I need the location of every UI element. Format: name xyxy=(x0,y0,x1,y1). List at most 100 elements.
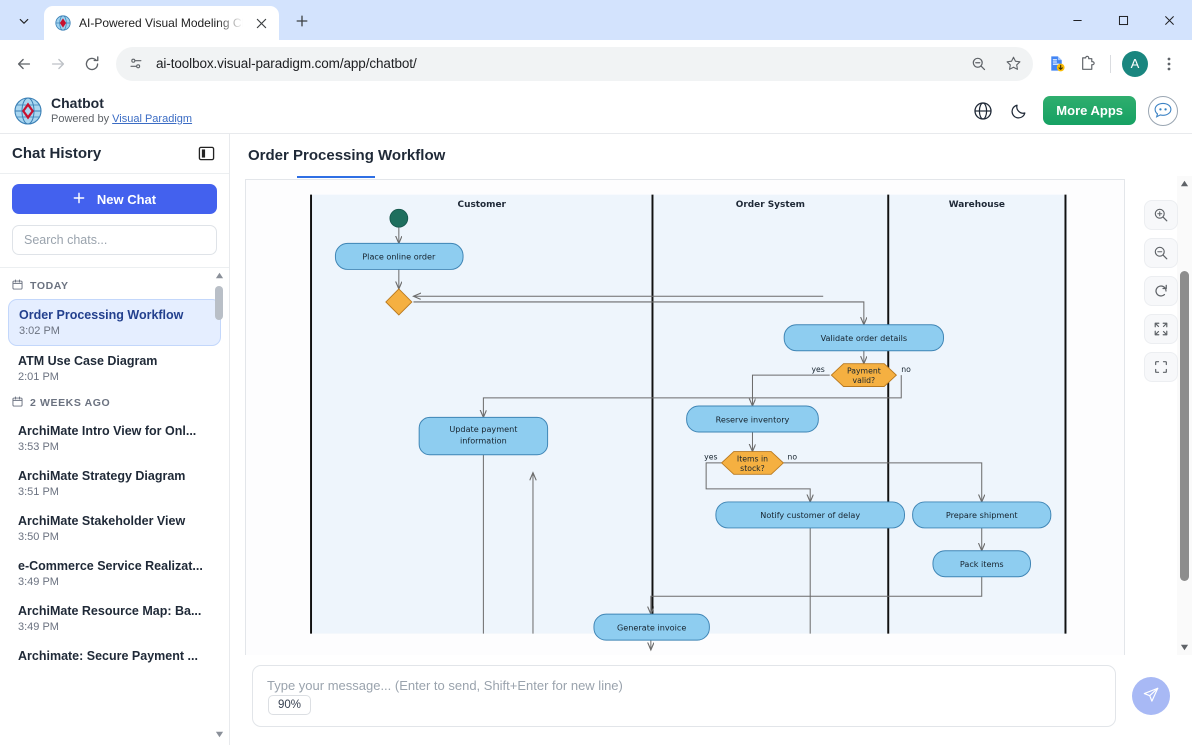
diagram-frame[interactable]: Customer Order System Warehouse xyxy=(245,179,1125,742)
zoom-level-badge: 90% xyxy=(268,695,312,715)
three-dot-menu-icon[interactable] xyxy=(1154,49,1184,79)
bookmark-star-icon[interactable] xyxy=(999,50,1027,78)
chat-bubble-icon[interactable] xyxy=(1148,95,1178,126)
chat-item-title: ArchiMate Resource Map: Ba... xyxy=(18,604,202,618)
sidebar-scrollbar-thumb[interactable] xyxy=(215,286,223,320)
scroll-up-arrow-icon[interactable] xyxy=(212,268,226,282)
node-place-online-order[interactable]: Place online order xyxy=(334,242,464,270)
sidebar-scrollbar[interactable] xyxy=(212,268,226,745)
send-message-button[interactable] xyxy=(1132,677,1170,715)
zoom-out-button[interactable] xyxy=(1144,238,1178,268)
window-maximize-icon[interactable] xyxy=(1100,0,1146,40)
chat-item-time: 3:50 PM xyxy=(18,531,59,543)
chat-item-title: ArchiMate Strategy Diagram xyxy=(18,469,186,483)
list-item[interactable]: ArchiMate Stakeholder View 3:50 PM xyxy=(8,506,221,551)
node-prepare-shipment[interactable]: Prepare shipment xyxy=(912,501,1052,529)
chat-item-atm-use-case-diagram[interactable]: ATM Use Case Diagram 2:01 PM xyxy=(8,346,221,391)
scroll-down-arrow-icon[interactable] xyxy=(1177,640,1192,655)
moon-icon[interactable] xyxy=(1007,99,1031,123)
site-settings-icon[interactable] xyxy=(122,50,150,78)
node-reserve-inventory[interactable]: Reserve inventory xyxy=(686,405,819,433)
sidebar-actions: New Chat xyxy=(0,174,229,268)
new-chat-button[interactable]: New Chat xyxy=(12,184,217,214)
visual-paradigm-logo-icon xyxy=(14,96,42,125)
window-controls xyxy=(1054,0,1192,40)
chat-item-order-processing-workflow[interactable]: Order Processing Workflow 3:02 PM xyxy=(8,299,221,346)
message-input[interactable] xyxy=(252,665,1116,727)
tab-close-icon[interactable] xyxy=(251,13,271,33)
site-header: Chatbot Powered by Visual Paradigm More … xyxy=(0,88,1192,134)
address-bar[interactable]: ai-toolbox.visual-paradigm.com/app/chatb… xyxy=(116,46,1033,81)
svg-text:stock?: stock? xyxy=(740,464,765,473)
chat-group-header-2-weeks-ago: 2 WEEKS AGO xyxy=(0,391,229,416)
svg-text:Items in: Items in xyxy=(737,454,768,463)
svg-text:Update payment: Update payment xyxy=(449,424,517,434)
page-content: Chatbot Powered by Visual Paradigm More … xyxy=(0,88,1192,745)
back-arrow-icon[interactable] xyxy=(8,48,40,80)
page-title: Order Processing Workflow xyxy=(248,146,446,164)
zoom-out-icon[interactable] xyxy=(965,50,993,78)
list-item[interactable]: ArchiMate Strategy Diagram 3:51 PM xyxy=(8,461,221,506)
main-header: Order Processing Workflow xyxy=(230,134,1192,176)
node-merge[interactable] xyxy=(385,288,413,316)
node-decision-items-in-stock[interactable]: Items in stock? yes no xyxy=(704,451,797,475)
chat-group-label: TODAY xyxy=(30,280,69,292)
brand[interactable]: Chatbot Powered by Visual Paradigm xyxy=(14,96,192,125)
calendar-icon xyxy=(12,396,23,410)
svg-text:information: information xyxy=(460,435,507,445)
globe-icon[interactable] xyxy=(971,99,995,123)
browser-toolbar: ai-toolbox.visual-paradigm.com/app/chatb… xyxy=(0,40,1192,88)
tab-search-chevron-down-icon[interactable] xyxy=(6,6,42,36)
main-scrollbar[interactable] xyxy=(1177,176,1192,655)
browser-tab[interactable]: AI-Powered Visual Modeling Ch xyxy=(44,6,279,40)
chat-item-title: ArchiMate Stakeholder View xyxy=(18,514,186,528)
lane-title-customer: Customer xyxy=(458,200,507,210)
svg-text:Notify customer of delay: Notify customer of delay xyxy=(760,510,860,520)
calendar-icon xyxy=(12,279,23,293)
fit-screen-button[interactable] xyxy=(1144,314,1178,344)
scroll-down-arrow-icon[interactable] xyxy=(212,727,226,741)
panel-collapse-icon[interactable] xyxy=(195,143,217,165)
extensions-puzzle-icon[interactable] xyxy=(1073,49,1103,79)
node-validate-order-details[interactable]: Validate order details xyxy=(783,324,945,352)
chat-group-header-today: TODAY xyxy=(0,274,229,299)
profile-avatar[interactable]: A xyxy=(1122,50,1148,77)
window-minimize-icon[interactable] xyxy=(1054,0,1100,40)
forward-arrow-icon[interactable] xyxy=(42,48,74,80)
document-download-icon[interactable] xyxy=(1041,49,1071,79)
node-generate-invoice[interactable]: Generate invoice xyxy=(593,613,710,641)
reset-view-button[interactable] xyxy=(1144,276,1178,306)
node-pack-items[interactable]: Pack items xyxy=(932,550,1031,578)
send-paper-plane-icon xyxy=(1142,686,1160,707)
search-chats-input[interactable] xyxy=(12,225,217,255)
tab-title: AI-Powered Visual Modeling Ch xyxy=(79,16,243,30)
list-item[interactable]: e-Commerce Service Realizat... 3:49 PM xyxy=(8,551,221,596)
window-close-icon[interactable] xyxy=(1146,0,1192,40)
list-item[interactable]: ArchiMate Intro View for Onl... 3:53 PM xyxy=(8,416,221,461)
node-initial[interactable] xyxy=(389,208,409,228)
zoom-in-button[interactable] xyxy=(1144,200,1178,230)
new-tab-button[interactable] xyxy=(288,7,316,35)
fullscreen-button[interactable] xyxy=(1144,352,1178,382)
svg-text:valid?: valid? xyxy=(853,376,876,385)
node-notify-customer-of-delay[interactable]: Notify customer of delay xyxy=(715,501,905,529)
edge-label-stock-no: no xyxy=(787,453,797,462)
scroll-up-arrow-icon[interactable] xyxy=(1177,176,1192,191)
address-bar-url[interactable]: ai-toolbox.visual-paradigm.com/app/chatb… xyxy=(156,56,417,71)
reload-icon[interactable] xyxy=(76,48,108,80)
chat-item-time: 3:49 PM xyxy=(18,576,59,588)
chat-group-label: 2 WEEKS AGO xyxy=(30,397,111,409)
browser-actions: A xyxy=(1041,49,1184,79)
visual-paradigm-link[interactable]: Visual Paradigm xyxy=(112,113,193,125)
list-item[interactable]: Archimate: Secure Payment ... xyxy=(8,641,221,671)
chat-item-title: e-Commerce Service Realizat... xyxy=(18,559,203,573)
svg-text:Pack items: Pack items xyxy=(960,559,1004,569)
main-scrollbar-thumb[interactable] xyxy=(1180,271,1189,581)
chat-item-time: 3:51 PM xyxy=(18,486,59,498)
activity-diagram[interactable]: Customer Order System Warehouse xyxy=(246,180,1124,741)
node-update-payment-information[interactable]: Update payment information xyxy=(418,416,549,456)
node-decision-payment-valid[interactable]: Payment valid? yes no xyxy=(811,363,911,387)
more-apps-button[interactable]: More Apps xyxy=(1043,96,1136,125)
list-item[interactable]: ArchiMate Resource Map: Ba... 3:49 PM xyxy=(8,596,221,641)
diagram-toolbar xyxy=(1144,200,1178,382)
